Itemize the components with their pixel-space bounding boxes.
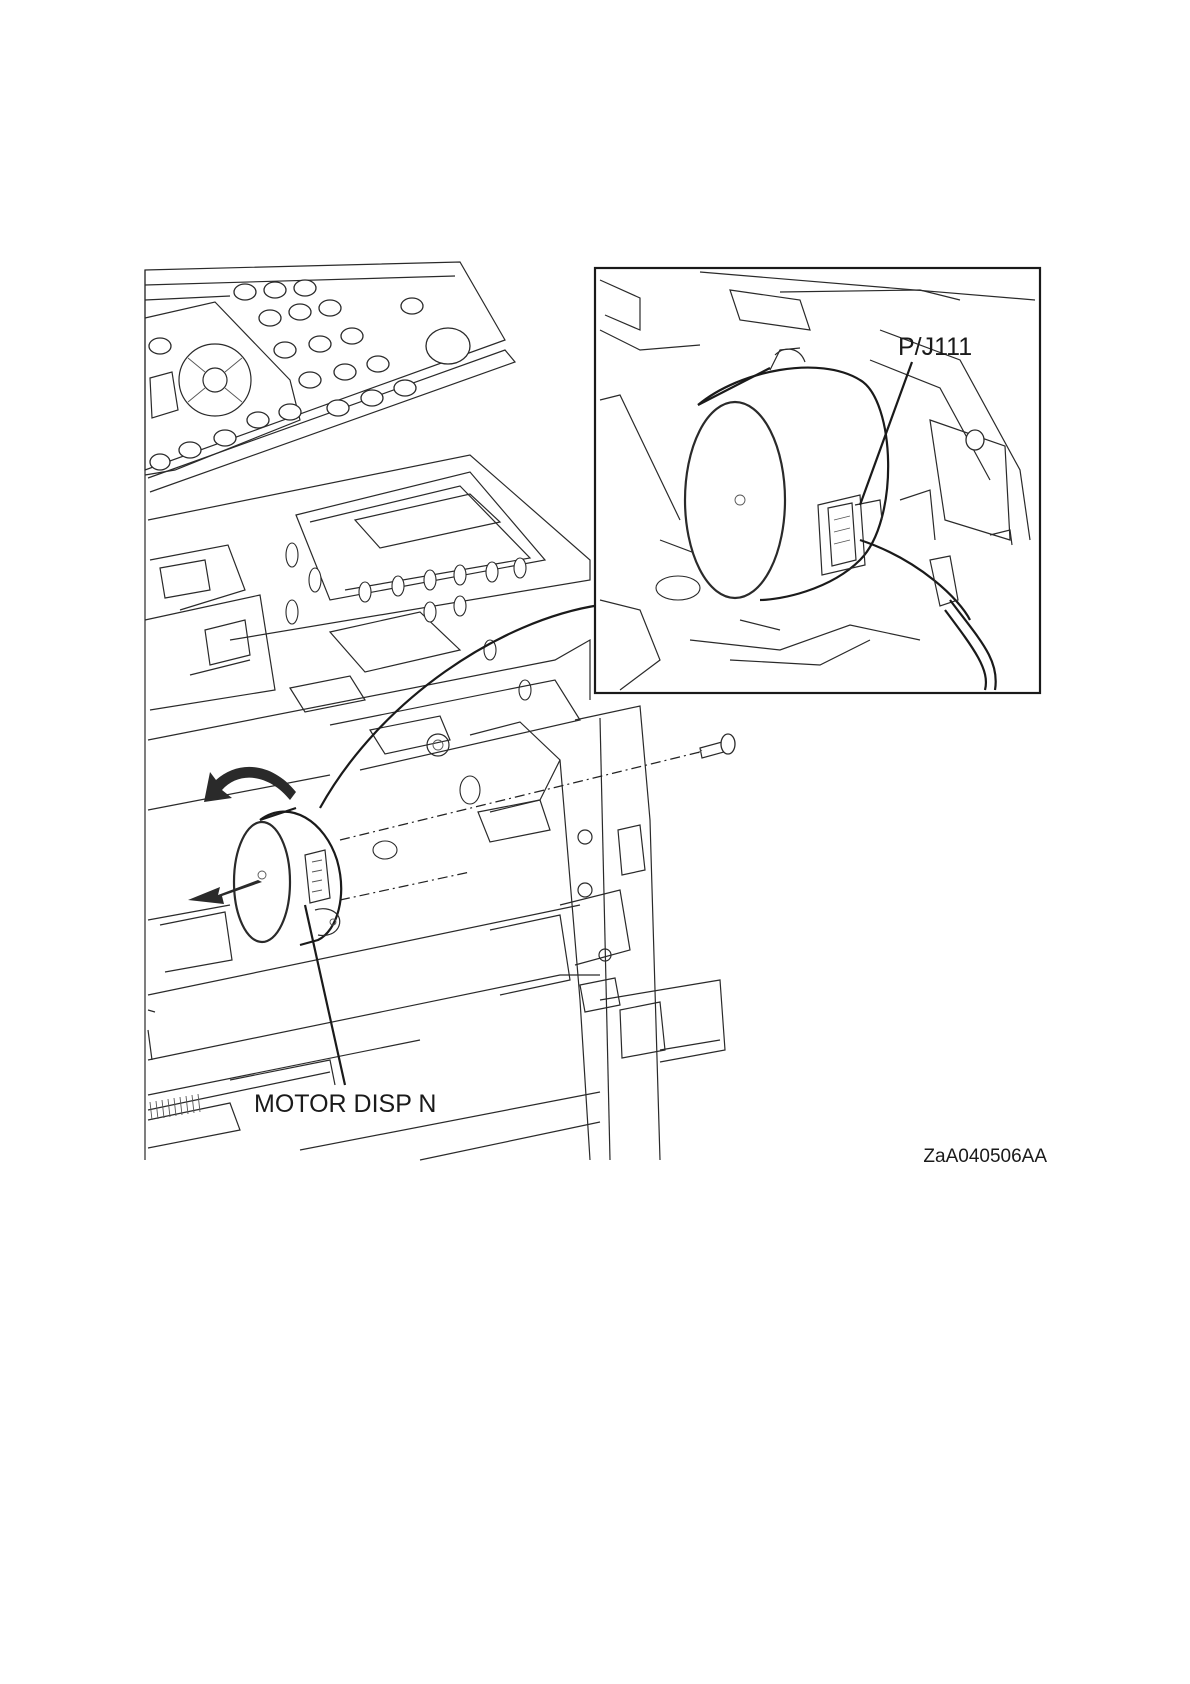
- callout-connector: [320, 605, 600, 808]
- figure-code: ZaA040506AA: [923, 1146, 1047, 1167]
- motor-disp-n: [234, 808, 341, 945]
- upper-frame: [145, 455, 590, 712]
- screw: [698, 734, 735, 758]
- frame-holes: [286, 543, 531, 700]
- body-panels: [148, 775, 725, 1160]
- panel-buttons: [149, 280, 470, 470]
- rotate-arrow: [204, 767, 296, 802]
- screw-axis-dashline: [340, 752, 700, 840]
- side-frame: [148, 640, 665, 1160]
- detail-inset: [595, 268, 1040, 693]
- gear-teeth: [150, 1094, 200, 1120]
- connector-label: P/J111: [898, 333, 972, 361]
- motor-leader-line: [305, 905, 345, 1085]
- motor-label: MOTOR DISP N: [254, 1090, 436, 1118]
